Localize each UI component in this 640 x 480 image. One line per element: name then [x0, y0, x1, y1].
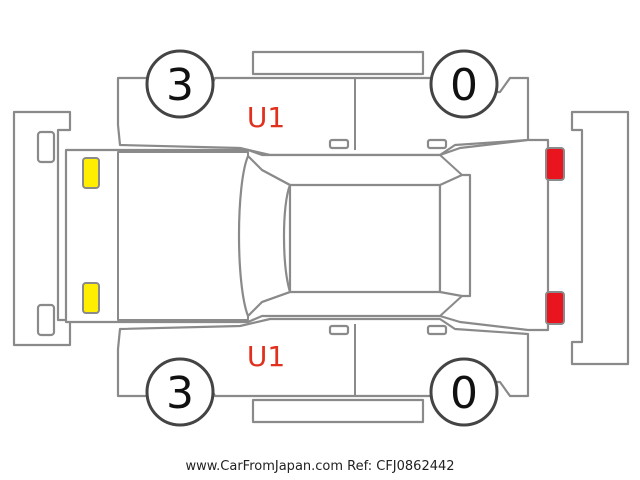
- wheel-front-right-count: 3: [166, 368, 194, 419]
- wheel-rear-left-count: 0: [450, 60, 478, 111]
- rear-bumper: [570, 110, 630, 366]
- rear-light-lower: [545, 291, 565, 325]
- wheel-rear-left: 0: [429, 49, 499, 119]
- damage-mark-upper: U1: [247, 101, 285, 134]
- front-bumper: [12, 110, 72, 347]
- front-light-lower: [82, 282, 100, 314]
- footer-reference: www.CarFromJapan.com Ref: CFJ0862442: [185, 459, 454, 474]
- front-light-upper: [82, 157, 100, 189]
- wheel-front-left-count: 3: [166, 60, 194, 111]
- upper-side-profile: [116, 50, 530, 157]
- rear-light-upper: [545, 147, 565, 181]
- damage-mark-lower: U1: [247, 340, 285, 373]
- car-top-view: [64, 138, 550, 332]
- wheel-rear-right-count: 0: [450, 368, 478, 419]
- wheel-front-right: 3: [145, 357, 215, 427]
- wheel-rear-right: 0: [429, 357, 499, 427]
- wheel-front-left: 3: [145, 49, 215, 119]
